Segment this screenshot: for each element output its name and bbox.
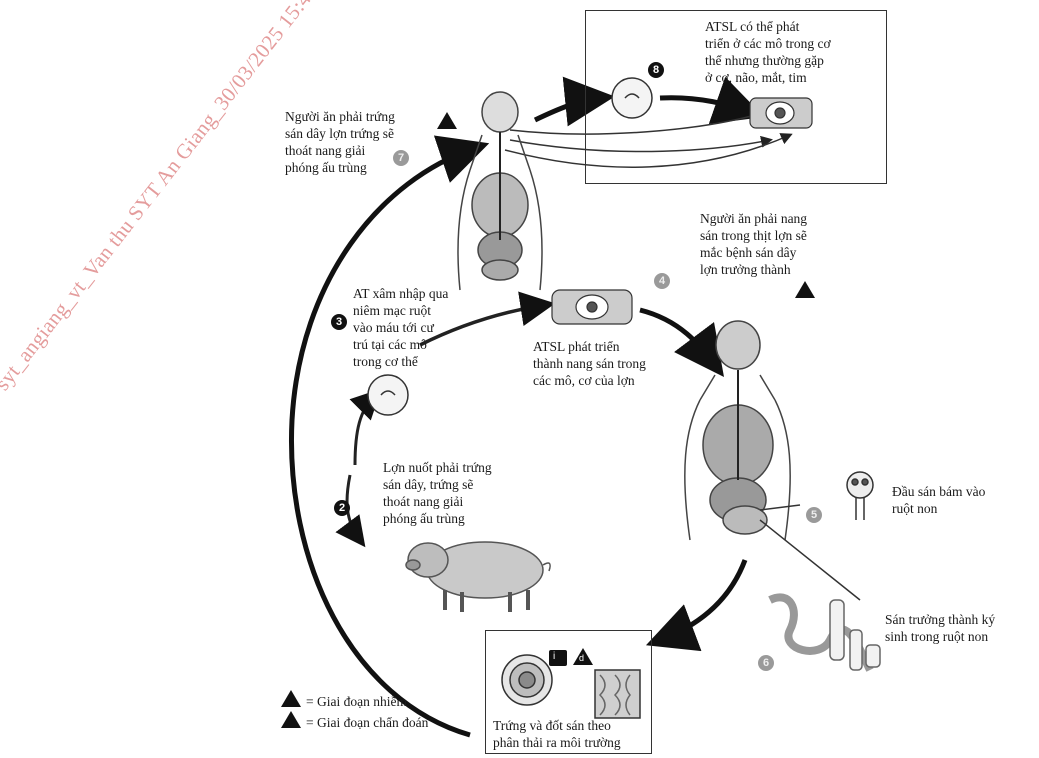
label-adult: Sán trưởng thành ký sinh trong ruột non	[885, 611, 1035, 645]
muscle-cyst-middle	[552, 290, 632, 324]
label-atsl-muscle: ATSL có thể phát triển ở các mô trong cơ…	[705, 18, 880, 86]
step-5: 5	[806, 507, 822, 523]
label-human-cyst: Người ăn phải nang sán trong thịt lợn sẽ…	[700, 210, 870, 278]
step-2: 2	[334, 500, 350, 516]
step-3: 3	[331, 314, 347, 330]
label-at-invade: AT xâm nhập qua niêm mạc ruột vào máu tớ…	[353, 285, 483, 370]
adult-tapeworm	[770, 597, 880, 670]
marker-i-bottom: i	[553, 650, 555, 664]
human-figure-top	[458, 92, 542, 290]
cycle-arrow-left	[291, 148, 475, 735]
label-atsl-cyst: ATSL phát triển thành nang sán trong các…	[533, 338, 703, 389]
step-8: 8	[648, 62, 664, 78]
label-human-eggs: Người ăn phải trứng sán dây lợn trứng sẽ…	[285, 108, 445, 176]
step-6: 6	[758, 655, 774, 671]
larva-middle	[368, 375, 408, 415]
pig	[406, 542, 550, 612]
legend-diagnostic: = Giai đoạn chẩn đoán	[306, 714, 476, 731]
step-4: 4	[654, 273, 670, 289]
arrow-human-box	[660, 560, 745, 640]
legend-infective: = Giai đoạn nhiễm	[306, 693, 476, 710]
scolex	[847, 472, 873, 520]
label-scolex: Đầu sán bám vào ruột non	[892, 483, 1032, 517]
label-pig-eggs: Lợn nuốt phải trứng sán dây, trứng sẽ th…	[383, 459, 543, 527]
label-eggs-stool: Trứng và đốt sán theo phân thải ra môi t…	[493, 717, 658, 751]
marker-d-bottom: d	[579, 651, 584, 665]
step-7: 7	[393, 150, 409, 166]
